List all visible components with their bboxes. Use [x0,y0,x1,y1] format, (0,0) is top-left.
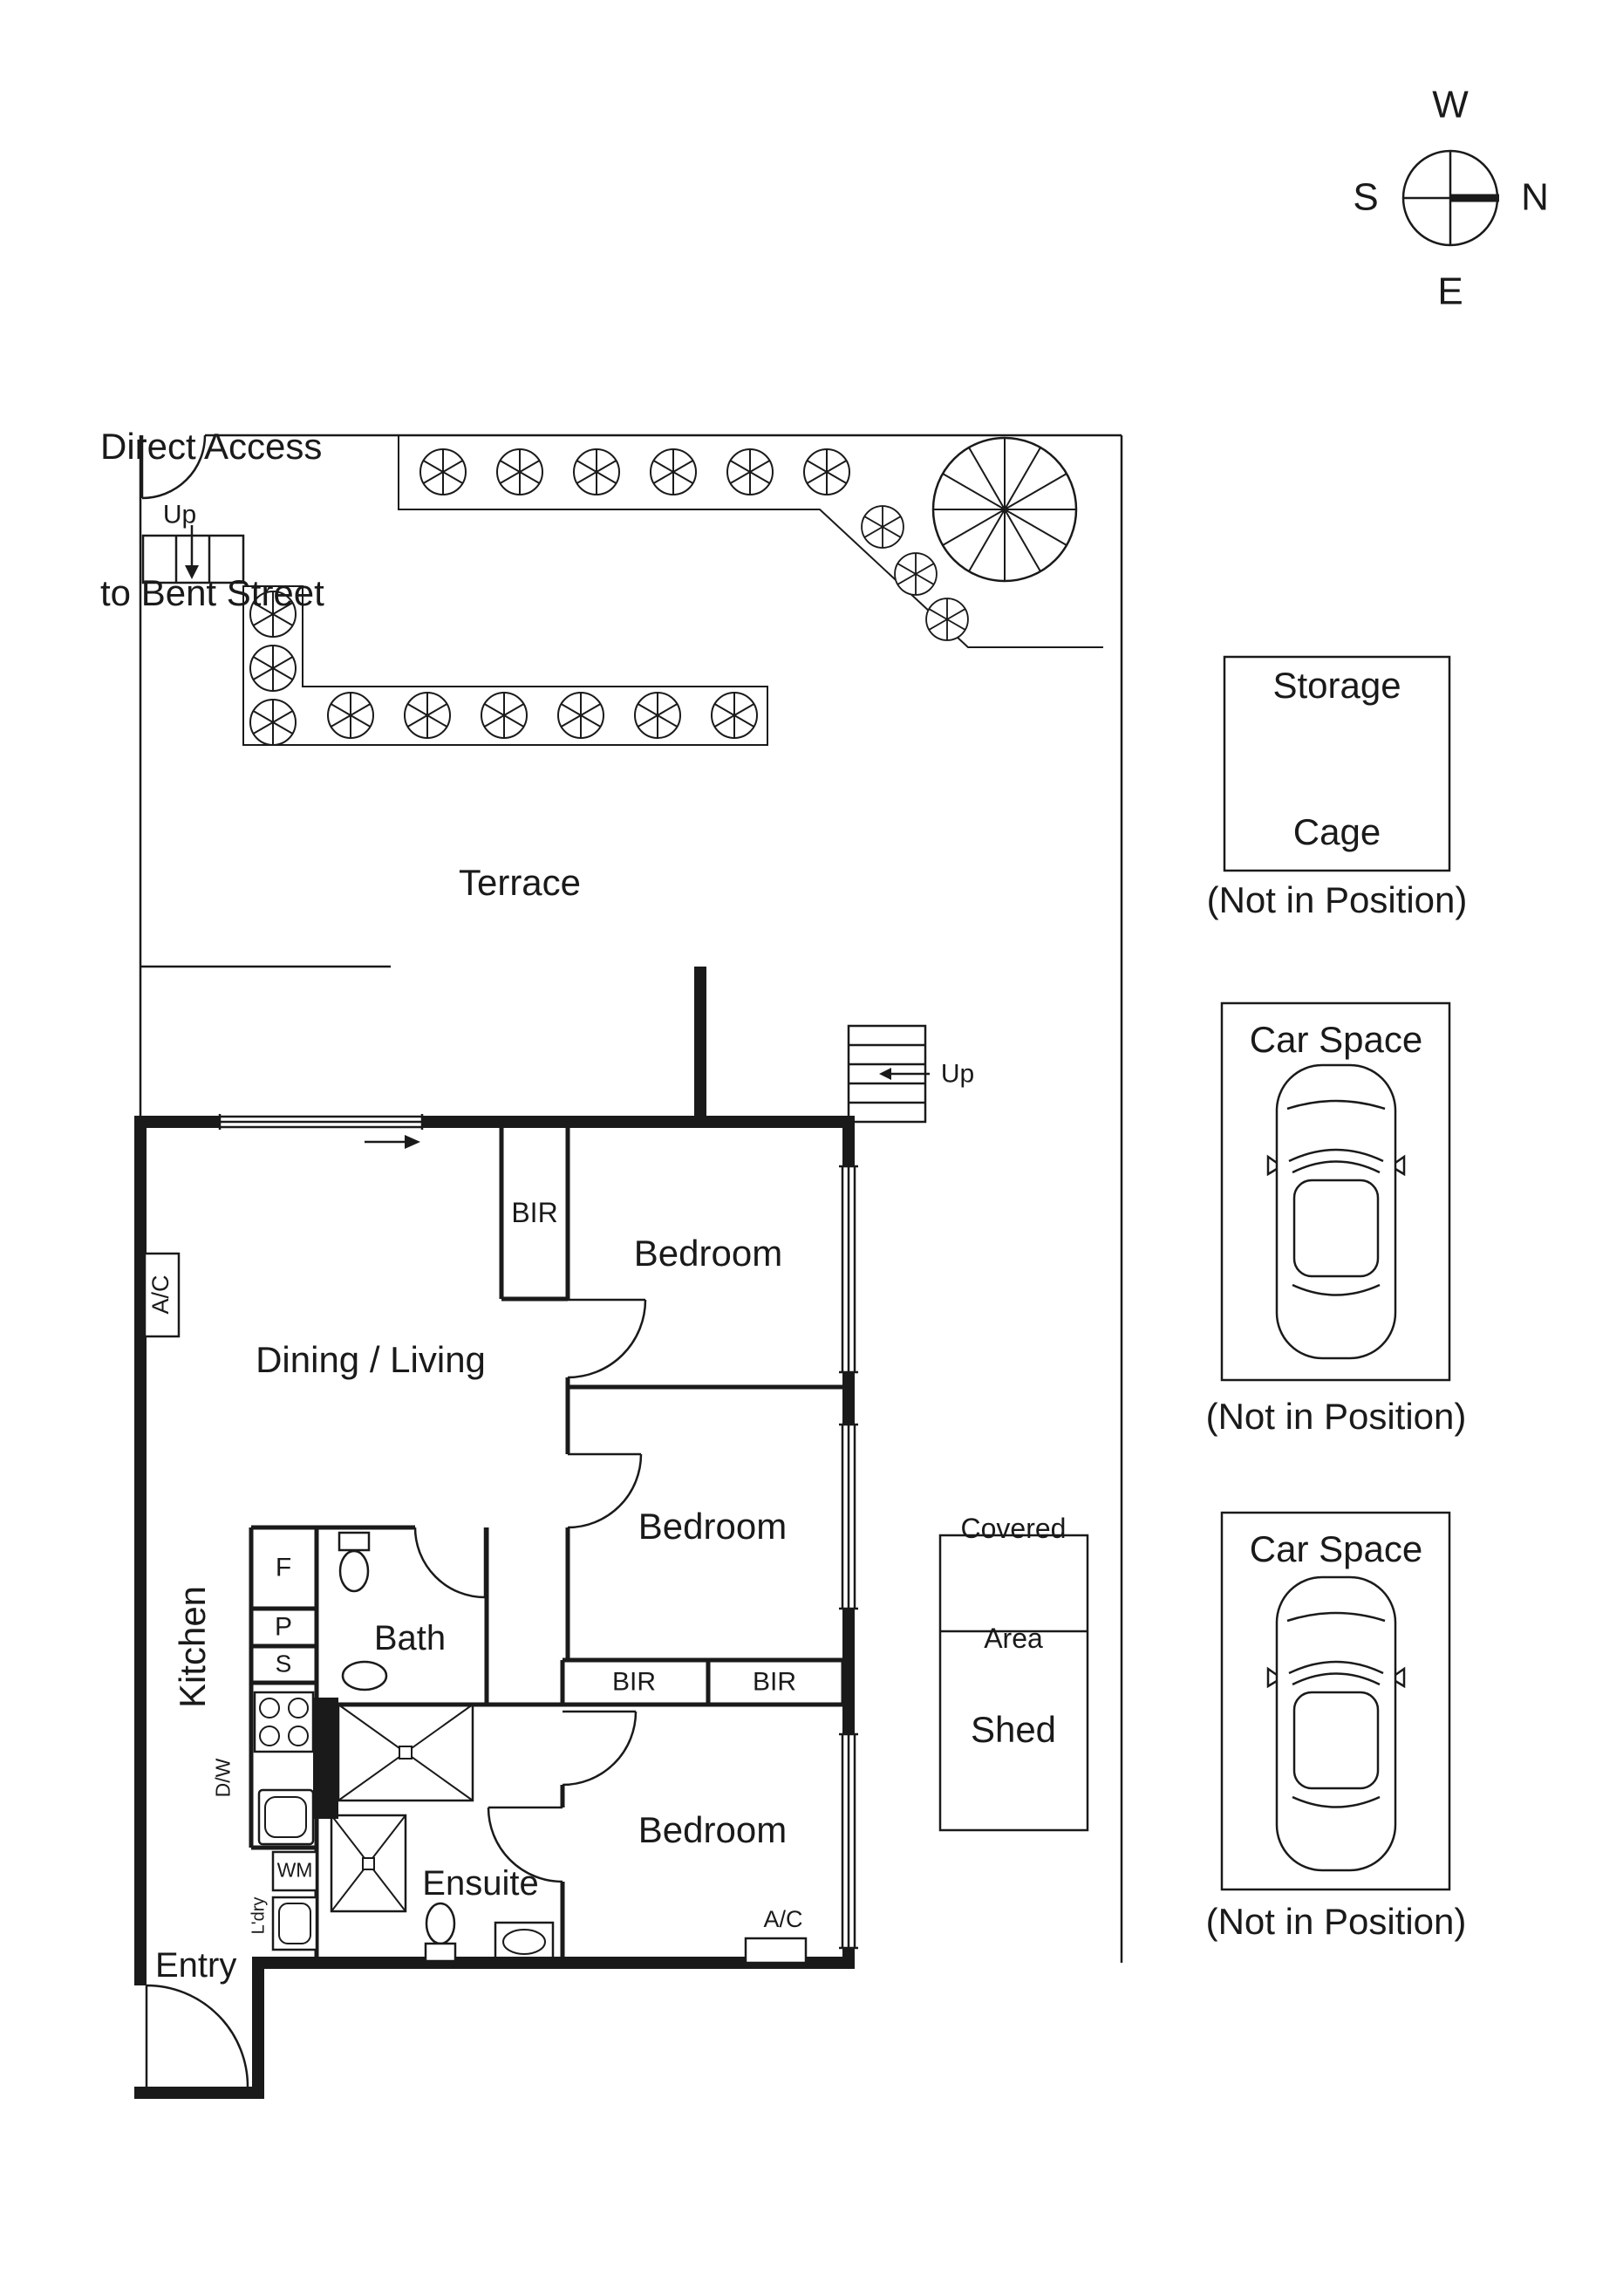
washing-machine [271,1850,318,1892]
ensuite-label: Ensuite [422,1864,539,1903]
car-space-2-note: (Not in Position) [1205,1900,1467,1942]
slide-arrow-icon [365,1135,420,1149]
cooktop-icon [253,1691,315,1753]
annex-boxes [938,655,1451,1891]
shrub-icon [925,598,969,641]
dining-living-label: Dining / Living [256,1338,486,1380]
kitchen-wall-block [313,1698,338,1819]
shed-label: Shed [970,1708,1057,1750]
storage-cage-box [1223,655,1451,872]
storage-cage-label: Storage Cage [1272,665,1401,852]
covered-area-box [938,1534,1089,1832]
car-space-1-label: Car Space [1249,1018,1423,1060]
tree-icon [931,436,1078,583]
compass-label-w: W [1432,83,1469,126]
shower-icon [337,1703,474,1802]
vanity-basin-icon [494,1921,555,1963]
shrub-icon [861,505,904,549]
ac-unit-bottom [744,1937,808,1965]
washing-machine-label: WM [276,1858,313,1882]
bir-left-label: BIR [611,1667,657,1697]
bedroom-top-label: Bedroom [633,1232,783,1274]
toilet-icon [424,1902,457,1963]
pantry-label: P [274,1612,293,1642]
laundry-tub-icon [271,1896,318,1951]
ac-bottom-label: A/C [763,1906,803,1933]
basin-icon [341,1660,388,1691]
storage-cage-note: (Not in Position) [1206,878,1468,920]
bedroom-top-door [567,1298,647,1379]
bir-top-label: BIR [511,1197,558,1228]
bath-label: Bath [373,1619,447,1657]
shrub-icon [327,692,374,739]
fridge-label: F [275,1553,292,1582]
up-label-top: Up [162,500,197,530]
fixtures [143,1252,808,1965]
dishwasher-label: D/W [211,1758,235,1798]
shrub-icon [711,692,758,739]
bedroom-bottom-label: Bedroom [638,1808,788,1850]
ac-left-label: A/C [147,1274,174,1315]
interior-walls [249,1122,849,1963]
shrub-icon [803,448,850,495]
compass-label-e: E [1437,270,1463,313]
shrub-icon [404,692,451,739]
stairs-mid [847,1024,930,1124]
sink-icon [257,1788,315,1846]
ensuite-door [487,1806,563,1883]
car-space-2-label: Car Space [1249,1527,1423,1569]
shrub-icon [894,552,938,596]
bir-right-label: BIR [752,1667,797,1697]
kitchen-label: Kitchen [171,1585,213,1709]
car-icon [1266,1063,1406,1360]
windows [218,1114,858,1950]
shower-icon [330,1814,407,1913]
car-space-1-note: (Not in Position) [1205,1395,1467,1437]
shrub-icon [726,448,774,495]
compass-label-s: S [1353,175,1379,219]
ac-unit-left [143,1252,181,1338]
shrub-icon [650,448,697,495]
shrub-icon [496,448,543,495]
toilet-icon [338,1531,371,1593]
site-boundary [139,434,1123,1963]
shrub-icon [557,692,604,739]
bedroom-mid-door [567,1452,643,1529]
entry-label: Entry [155,1946,237,1985]
car-space-2-box [1220,1511,1451,1891]
covered-area-label: Covered Area [960,1513,1067,1654]
garden-beds [242,435,1103,746]
access-note: Direct Access to Bent Street [100,426,324,613]
compass-label-n: N [1521,175,1549,219]
shrub-icon [573,448,620,495]
laundry-label: L'dry [249,1896,269,1935]
shrub-icon [481,692,528,739]
shrub-icon [419,448,467,495]
stairs-top-left [141,525,245,584]
terrace-label: Terrace [458,861,582,903]
shelf-label: S [275,1650,292,1678]
gate-door [140,434,207,500]
bedroom-mid-label: Bedroom [638,1505,788,1547]
bath-door [413,1527,487,1599]
car-space-1-box [1220,1001,1451,1382]
bedroom-bottom-door [562,1710,638,1787]
car-icon [1266,1575,1406,1872]
entry-door [145,1984,249,2088]
compass-icon [1401,149,1499,247]
up-label-mid: Up [940,1059,975,1089]
shrub-icon [634,692,681,739]
doors [145,1298,647,2088]
